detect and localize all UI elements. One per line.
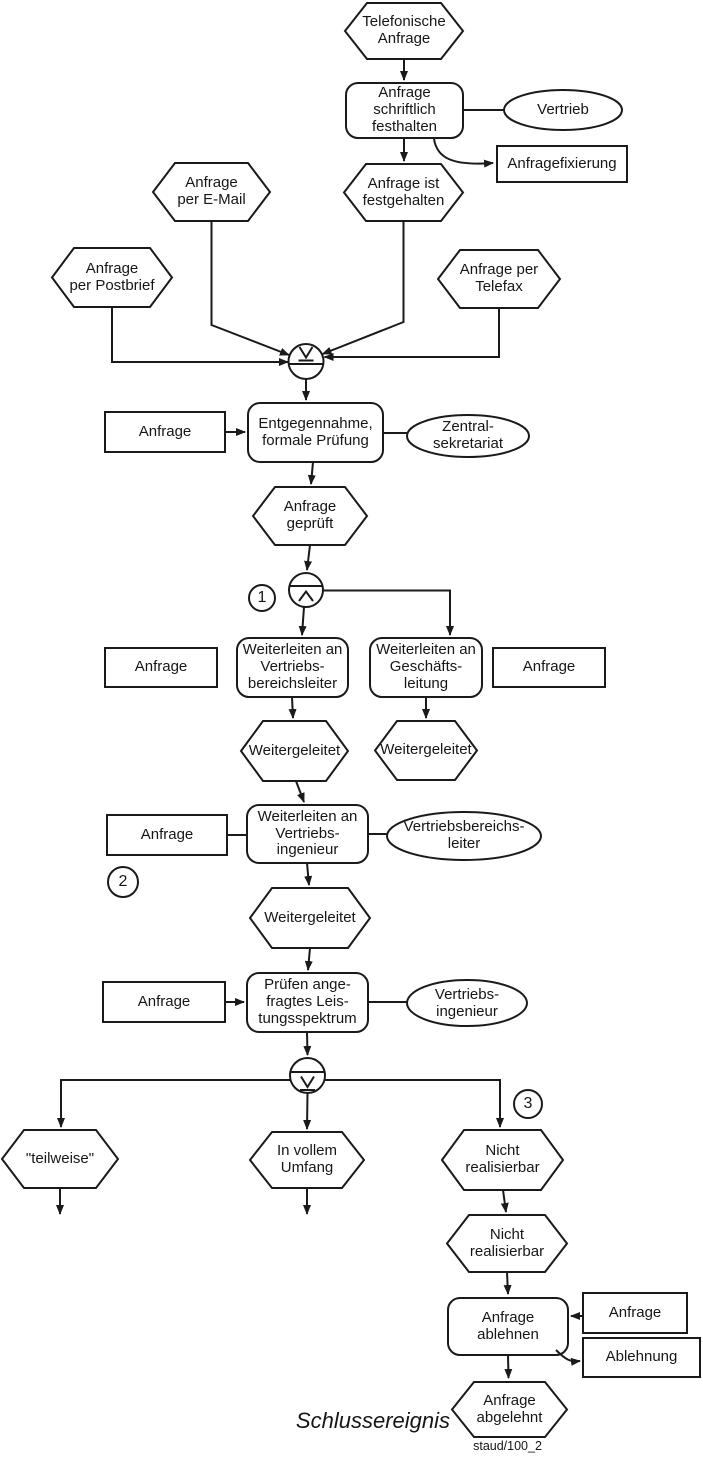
badge-3-shape <box>513 1089 543 1119</box>
xor-join-connector <box>287 343 325 380</box>
function-schriftlich-festhalten-shape <box>345 82 464 139</box>
data-anfrage: Anfrage <box>140 825 194 843</box>
org-vertriebsingenieur: Vertriebs- ingenieur <box>434 985 500 1020</box>
data-ablehnung: Ablehnung <box>605 1348 678 1366</box>
function-pruefen-shape <box>246 972 369 1033</box>
function-weiterleiten-vertriebsingenieur: Weiterleiten an Vertriebs- ingenieur <box>257 807 358 859</box>
xor-icon <box>298 346 314 362</box>
event-anfrage-ist-festgehalten-shape <box>342 163 465 222</box>
org-zentralsekretariat: Zentral- sekretariat <box>432 418 504 452</box>
event-anfrage-abgelehnt: Anfrage abgelehnt <box>476 1391 543 1426</box>
data-anfrage: Anfrage <box>138 422 192 440</box>
event-anfrage-ist-festgehalten: Anfrage ist festgehalten <box>362 174 445 209</box>
data-anfrage1-shape <box>104 411 226 453</box>
function-entgegennahme-shape <box>247 402 384 463</box>
event-weitergeleitet3-shape <box>248 887 372 949</box>
event-weitergeleitet: Weitergeleitet <box>248 741 341 759</box>
org-zentralsekretariat-shape <box>406 414 530 458</box>
function-weiterleiten-vi-shape <box>246 804 369 864</box>
event-in-vollem-umfang-shape <box>248 1131 366 1189</box>
event-teilweise: "teilweise" <box>25 1149 95 1167</box>
function-weiterleiten-gl-shape <box>369 637 483 698</box>
diagram-credit: staud/100_2 <box>473 1438 542 1453</box>
and-split-connector <box>288 572 324 608</box>
event-nicht-realisierbar: Nicht realisierbar <box>469 1225 545 1260</box>
event-anfrage-per-email: Anfrage per E-Mail <box>177 174 246 208</box>
event-anfrage-per-telefax-shape <box>436 249 562 309</box>
data-anfrage3-shape <box>492 647 606 688</box>
event-weitergeleitet: Weitergeleitet <box>264 908 356 926</box>
function-schriftlich-festhalten: Anfrage schriftlich festhalten <box>371 84 438 135</box>
badge-2-shape <box>107 866 139 898</box>
event-anfrage-geprueft: Anfrage geprüft <box>283 498 337 532</box>
org-vertriebsbereichsleiter-shape <box>386 811 542 861</box>
badge-1: 1 <box>257 588 267 606</box>
event-anfrage-geprueft-shape <box>251 486 369 546</box>
event-shapes <box>0 2 569 1438</box>
function-anfrage-ablehnen: Anfrage ablehnen <box>477 1308 539 1343</box>
event-telefonische-anfrage-shape <box>343 2 465 60</box>
event-nicht-realisierbar1-shape <box>440 1129 565 1191</box>
xor-icon <box>300 1075 315 1091</box>
org-vertrieb: Vertrieb <box>537 100 589 118</box>
function-weiterleiten-vertriebsbereichsleiter: Weiterleiten an Vertriebs- bereichsleite… <box>242 641 343 692</box>
data-anfrage: Anfrage <box>137 992 191 1010</box>
data-object-shapes <box>102 145 701 1378</box>
event-weitergeleitet: Weitergeleitet <box>380 741 472 759</box>
data-anfragefixierung: Anfragefixierung <box>507 154 617 172</box>
event-in-vollem-umfang: In vollem Umfang <box>276 1142 338 1176</box>
function-entgegennahme: Entgegennahme, formale Prüfung <box>258 414 373 449</box>
event-anfrage-abgelehnt-shape <box>450 1381 569 1438</box>
org-unit-shapes <box>386 89 623 1027</box>
event-weitergeleitet1-shape <box>239 720 350 782</box>
data-anfrage5-shape <box>102 981 226 1023</box>
org-vertriebsbereichsleiter: Vertriebsbereichs- leiter <box>403 818 525 852</box>
event-teilweise-shape <box>0 1129 120 1189</box>
function-shapes <box>236 82 569 1356</box>
data-anfrage4-shape <box>106 814 228 856</box>
and-icon <box>298 589 314 602</box>
function-weiterleiten-geschaeftsleitung: Weiterleiten an Geschäfts- leitung <box>376 641 476 692</box>
function-weiterleiten-vbl-shape <box>236 637 349 698</box>
data-ablehnung-shape <box>582 1337 701 1378</box>
event-anfrage-per-email-shape <box>151 162 272 222</box>
badge-3: 3 <box>523 1094 533 1112</box>
event-anfrage-per-telefax: Anfrage per Telefax <box>459 261 539 295</box>
badge-2: 2 <box>118 872 128 890</box>
event-weitergeleitet2-shape <box>373 720 479 781</box>
diagram-connector-lines <box>56 59 583 1379</box>
event-nicht-realisierbar: Nicht realisierbar <box>465 1142 540 1176</box>
event-anfrage-per-postbrief: Anfrage per Postbrief <box>69 259 155 294</box>
step-number-badges <box>107 584 543 1119</box>
event-anfrage-per-postbrief-shape <box>50 247 174 308</box>
org-vertriebsingenieur-shape <box>406 979 528 1027</box>
data-anfragefixierung-shape <box>496 145 628 183</box>
data-anfrage: Anfrage <box>134 658 188 676</box>
data-anfrage: Anfrage <box>608 1303 662 1321</box>
function-pruefen-leistungsspektrum: Prüfen ange- fragtes Leis- tungsspektrum <box>258 976 357 1027</box>
org-vertrieb-shape <box>503 89 623 131</box>
data-anfrage: Anfrage <box>522 658 576 676</box>
xor-split-connector <box>289 1057 326 1094</box>
event-telefonische-anfrage: Telefonische Anfrage <box>362 13 446 47</box>
final-event-annotation: Schlussereignis <box>295 1407 450 1433</box>
badge-1-shape <box>248 584 276 612</box>
function-anfrage-ablehnen-shape <box>447 1297 569 1356</box>
event-nicht-realisierbar2-shape <box>445 1214 569 1273</box>
data-anfrage6-shape <box>582 1292 688 1334</box>
data-anfrage2-shape <box>104 647 218 688</box>
